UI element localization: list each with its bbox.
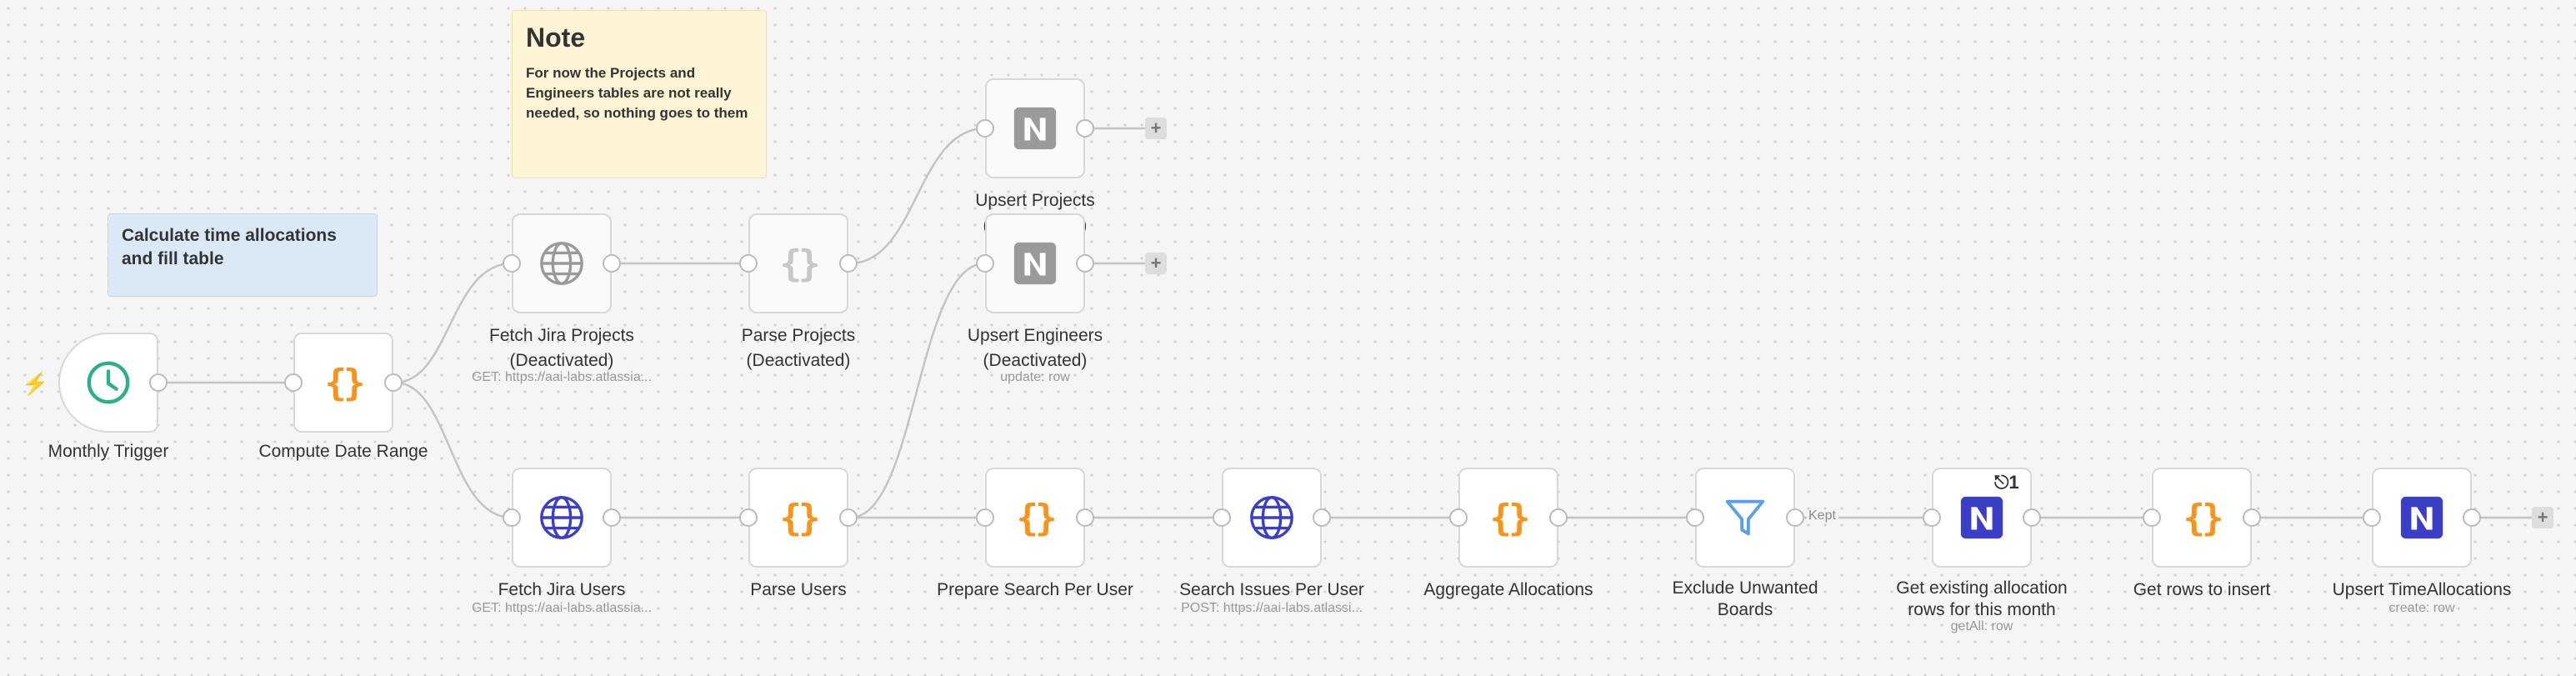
node-label: Upsert TimeAllocations [2332,580,2512,599]
input-handle[interactable] [503,508,521,527]
pin-icon: ⎋ [1994,472,2009,493]
node-subtitle: POST: https://aai-labs.atlassi... [1181,601,1363,615]
node-get-existing-allocation-rows[interactable] [1932,468,2032,568]
node-parse-users[interactable]: {} [748,468,848,568]
node-prepare-search-per-user[interactable]: {} [985,468,1085,568]
node-label: Exclude Unwanted Boards [1672,578,1818,619]
input-handle[interactable] [739,254,758,273]
output-handle[interactable] [839,254,858,273]
output-handle[interactable] [2463,508,2481,527]
output-handle[interactable] [2243,508,2261,527]
output-handle[interactable] [1076,119,1094,138]
notion-icon [1011,104,1059,153]
node-subtitle: create: row [2388,601,2455,615]
node-upsert-time-allocations[interactable] [2372,468,2472,568]
node-fetch-jira-projects[interactable] [512,213,612,313]
node-subtitle: GET: https://aai-labs.atlassia... [471,601,653,615]
input-handle[interactable] [1213,508,1231,527]
node-get-rows-to-insert[interactable]: {} [2152,468,2252,568]
input-handle[interactable] [976,119,994,138]
node-compute-date-range[interactable]: {} [293,333,393,433]
notion-icon [1011,239,1059,288]
node-label: Fetch Jira Projects (Deactivated) [489,326,634,370]
node-subtitle: update: row [1000,370,1070,384]
node-upsert-engineers[interactable] [985,213,1085,313]
node-label: Parse Projects (Deactivated) [741,326,856,370]
node-label: Aggregate Allocations [1423,580,1593,599]
input-handle[interactable] [1686,508,1704,527]
input-handle[interactable] [2143,508,2161,527]
input-handle[interactable] [284,373,303,392]
node-upsert-projects[interactable] [985,78,1085,178]
note-body: For now the Projects and Engineers table… [526,65,748,121]
code-icon: {} [779,242,821,285]
output-handle[interactable] [1313,508,1331,527]
output-handle[interactable] [603,508,621,527]
node-exclude-unwanted-boards[interactable] [1695,468,1795,568]
node-fetch-jira-users[interactable] [512,468,612,568]
node-search-issues-per-user[interactable] [1222,468,1322,568]
code-icon: {} [324,361,366,404]
output-handle[interactable] [384,373,403,392]
pinned-count: 1 [2008,472,2019,493]
node-aggregate-allocations[interactable]: {} [1458,468,1558,568]
edge-label-kept: Kept [1808,508,1836,523]
globe-icon [1248,493,1296,542]
input-handle[interactable] [976,254,994,273]
node-label: Fetch Jira Users [498,580,626,599]
output-handle[interactable] [603,254,621,273]
trigger-bolt-icon: ⚡ [22,371,49,396]
edge-parse-users-upsert-engineers [849,262,986,519]
notion-icon [2398,493,2446,542]
output-handle[interactable] [1076,254,1094,273]
input-handle[interactable] [1449,508,1468,527]
code-icon: {} [779,496,821,539]
output-handle[interactable] [2023,508,2041,527]
code-icon: {} [1489,496,1531,539]
node-parse-projects[interactable]: {} [748,213,848,313]
globe-icon [538,493,586,542]
edge-compute-fetch-users [394,381,513,519]
input-handle[interactable] [739,508,758,527]
output-handle[interactable] [149,373,168,392]
edge-compute-fetch-projects [394,262,513,384]
node-subtitle: GET: https://aai-labs.atlassia... [471,370,653,384]
output-handle[interactable] [839,508,858,527]
input-handle[interactable] [2363,508,2381,527]
filter-icon [1721,493,1769,542]
node-label: Parse Users [750,580,847,599]
note-calc-body: Calculate time allocations and fill tabl… [122,226,337,268]
globe-icon [538,239,586,288]
node-label: Get existing allocation rows for this mo… [1896,578,2068,619]
sticky-note-calc[interactable]: Calculate time allocations and fill tabl… [108,213,378,297]
sticky-note[interactable]: Note For now the Projects and Engineers … [512,10,767,178]
output-handle[interactable] [1549,508,1568,527]
input-handle[interactable] [976,508,994,527]
node-label: Get rows to insert [2133,580,2271,599]
node-label: Compute Date Range [258,442,428,461]
notion-icon [1958,493,2006,542]
node-label: Monthly Trigger [48,442,169,461]
pinned-badge: ⎋1 [1994,472,2019,493]
code-icon: {} [2183,496,2224,539]
clock-icon [84,358,133,407]
node-label: Search Issues Per User [1179,580,1364,599]
input-handle[interactable] [1923,508,1941,527]
edge-parse-projects-upsert-projects [849,127,986,265]
node-label: Prepare Search Per User [937,580,1133,599]
node-monthly-trigger[interactable] [58,333,158,433]
code-icon: {} [1016,496,1058,539]
add-node-button[interactable]: + [1145,253,1167,274]
output-handle[interactable] [1786,508,1804,527]
note-title: Note [526,23,586,53]
add-node-button[interactable]: + [2532,507,2553,528]
input-handle[interactable] [503,254,521,273]
node-label: Upsert Engineers (Deactivated) [967,326,1103,370]
output-handle[interactable] [1076,508,1094,527]
add-node-button[interactable]: + [1145,118,1167,139]
node-subtitle: getAll: row [1950,619,2013,633]
